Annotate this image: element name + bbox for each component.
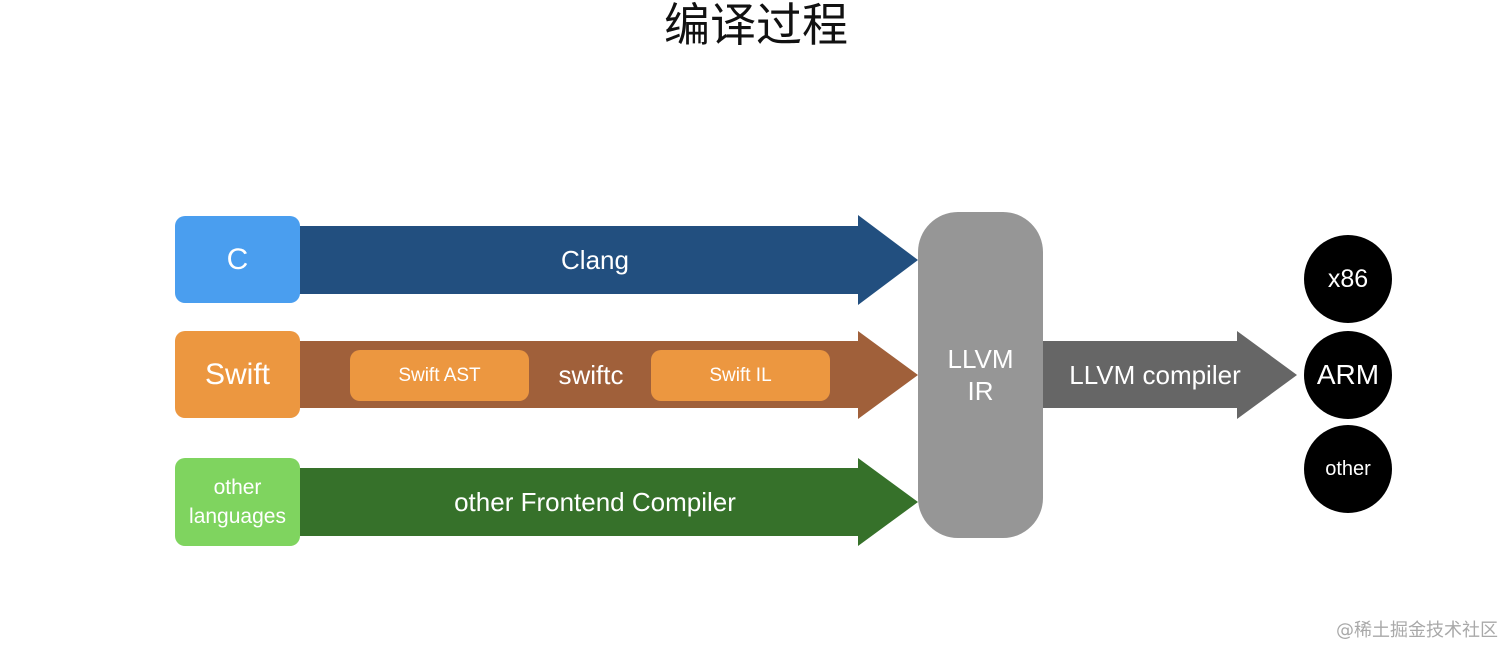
llvm-compiler-label: LLVM compiler <box>1069 359 1241 390</box>
diagram-title: 编译过程 <box>664 0 848 52</box>
language-label: other languages <box>189 476 286 528</box>
language-box-c: C <box>175 216 300 303</box>
target-label: ARM <box>1316 359 1380 390</box>
other-frontend-arrow <box>298 458 918 546</box>
language-box-other: other languages <box>175 458 300 546</box>
swiftc-label: swiftc <box>558 359 624 390</box>
language-label: C <box>226 242 249 276</box>
language-box-swift: Swift <box>175 331 300 418</box>
llvm-ir-line2: IR <box>967 376 994 406</box>
target-label: x86 <box>1327 264 1369 293</box>
language-label: Swift <box>204 357 270 391</box>
swift-il-label: Swift IL <box>709 364 772 386</box>
llvm-ir-label: LLVM IR <box>918 212 1043 538</box>
target-circle-arm: ARM <box>1304 331 1392 419</box>
watermark: @稀土掘金技术社区 <box>1336 620 1498 641</box>
target-label: other <box>1325 457 1371 480</box>
other-frontend-label: other Frontend Compiler <box>454 486 736 517</box>
swift-ast-label: Swift AST <box>398 364 481 386</box>
swift-ast-pill: Swift AST <box>350 350 529 401</box>
swift-il-pill: Swift IL <box>651 350 830 401</box>
clang-arrow <box>298 215 918 305</box>
clang-label: Clang <box>561 244 629 275</box>
target-circle-x86: x86 <box>1304 235 1392 323</box>
llvm-ir-box-shape <box>918 212 1043 538</box>
target-circle-other: other <box>1304 425 1392 513</box>
llvm-ir-line1: LLVM <box>947 344 1014 374</box>
llvm-compiler-arrow <box>1040 331 1297 419</box>
